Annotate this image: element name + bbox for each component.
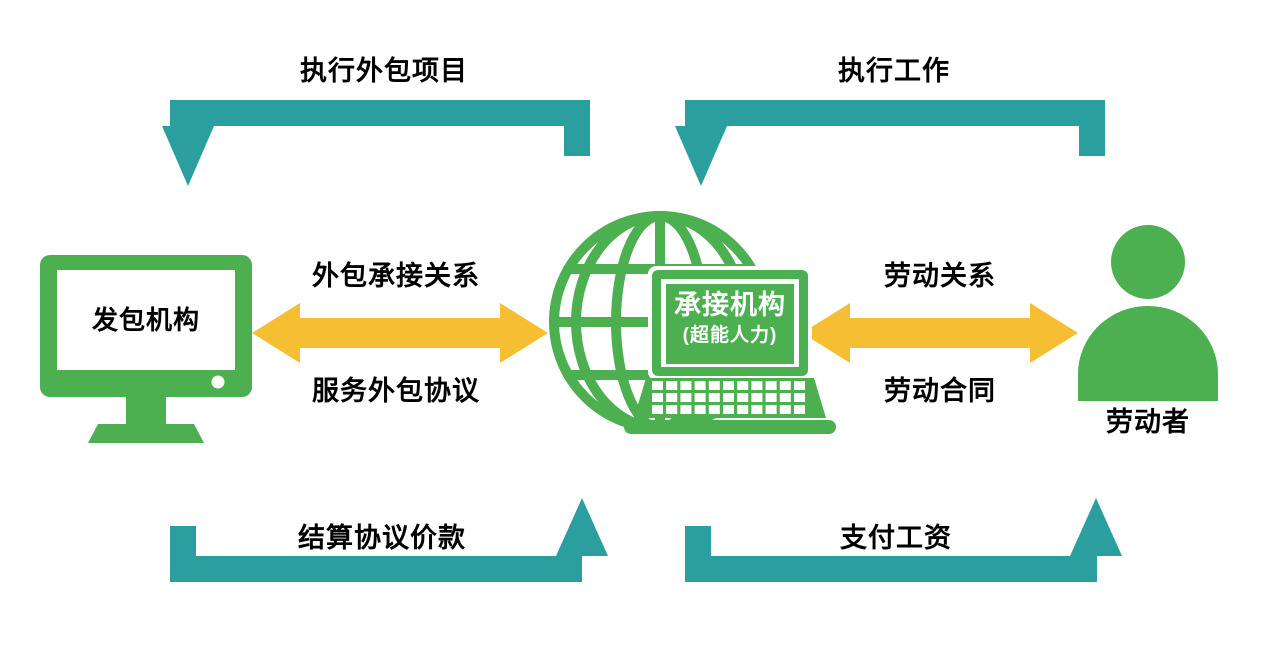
- laptop-keys: [652, 381, 805, 414]
- double-arrow-left: [252, 303, 548, 363]
- arrow-top-right-label: 执行工作: [838, 56, 950, 86]
- relation-right-bottom-label: 劳动合同: [884, 376, 996, 406]
- worker-label: 劳动者: [1106, 407, 1190, 437]
- arrow-bottom-left-label: 结算协议价款: [298, 523, 466, 553]
- relation-right-top-label: 劳动关系: [884, 261, 996, 291]
- relation-left-bottom-label: 服务外包协议: [312, 376, 480, 406]
- outsourcer-label: 发包机构: [91, 305, 201, 335]
- arrow-bottom-left: [170, 498, 608, 582]
- contractor-label: 承接机构: [674, 290, 786, 320]
- arrow-top-left-label: 执行外包项目: [300, 56, 468, 86]
- relation-left-top-label: 外包承接关系: [312, 261, 480, 291]
- arrow-top-right: [675, 100, 1105, 186]
- arrow-bottom-right-label: 支付工资: [840, 523, 952, 553]
- arrow-bottom-right: [685, 498, 1122, 582]
- arrow-top-left: [162, 100, 590, 186]
- laptop-icon: [624, 266, 836, 434]
- contractor-sublabel: (超能人力): [682, 325, 778, 346]
- double-arrow-right: [802, 303, 1078, 363]
- monitor-icon: [40, 255, 252, 443]
- worker-icon: [1078, 225, 1218, 401]
